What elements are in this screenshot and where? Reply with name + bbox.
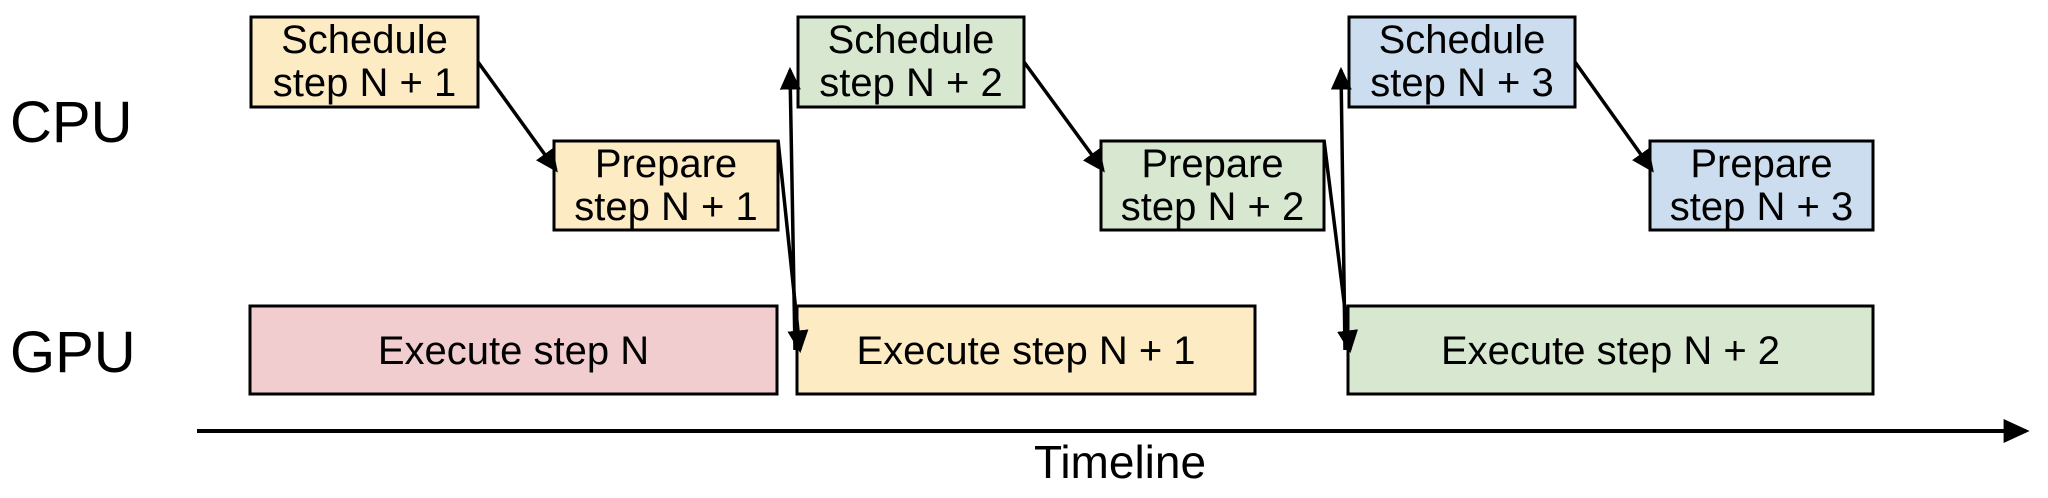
gpu-task-execute-n[interactable]: Execute step N <box>248 304 779 396</box>
task-label-line1: Prepare <box>1141 142 1283 186</box>
lane-label-gpu: GPU <box>10 320 136 385</box>
lane-label-cpu: CPU <box>10 90 132 155</box>
arrow-schedule-n3-to-prepare-n3 <box>1573 60 1654 173</box>
task-label: Execute step N <box>378 329 649 373</box>
arrow-execute-n-to-schedule-n2 <box>779 66 801 351</box>
gpu-task-execute-n2[interactable]: Execute step N + 2 <box>1346 304 1875 396</box>
task-label-line2: step N + 1 <box>273 61 456 105</box>
task-label: Execute step N + 2 <box>1441 329 1780 373</box>
task-box-rect[interactable] <box>1347 15 1577 109</box>
task-label-line2: step N + 3 <box>1670 185 1853 229</box>
task-label-line2: step N + 3 <box>1370 61 1553 105</box>
timeline-axis-group: Timeline <box>197 419 2030 488</box>
lane-labels: CPU GPU <box>10 90 136 385</box>
task-box-rect[interactable] <box>248 304 779 396</box>
gpu-task-group: Execute step N Execute step N + 1 Execute … <box>248 304 1875 396</box>
task-label-line1: Schedule <box>281 18 448 62</box>
task-box-rect[interactable] <box>1099 139 1326 232</box>
arrow-execute-n1-to-schedule-n3 <box>1330 66 1352 351</box>
arrow-group <box>476 60 1654 354</box>
arrow-prepare-n1-to-execute-n1 <box>776 139 809 354</box>
task-label: Execute step N + 1 <box>856 329 1195 373</box>
arrow-schedule-n2-to-prepare-n2 <box>1022 60 1105 173</box>
task-label-line1: Prepare <box>1690 142 1832 186</box>
task-label-line2: step N + 2 <box>819 61 1002 105</box>
task-box-rect[interactable] <box>552 139 780 232</box>
gpu-task-execute-n1[interactable]: Execute step N + 1 <box>795 304 1257 396</box>
task-box-rect[interactable] <box>796 15 1026 109</box>
task-box-rect[interactable] <box>1648 139 1875 232</box>
task-label-line2: step N + 2 <box>1121 185 1304 229</box>
timeline-axis-label: Timeline <box>1034 436 1206 488</box>
task-box-rect[interactable] <box>249 15 480 109</box>
arrow-schedule-n1-to-prepare-n1 <box>476 60 558 173</box>
task-label-line1: Prepare <box>595 142 737 186</box>
task-label-line1: Schedule <box>1379 18 1546 62</box>
task-label-line2: step N + 1 <box>574 185 757 229</box>
task-label-line1: Schedule <box>828 18 995 62</box>
